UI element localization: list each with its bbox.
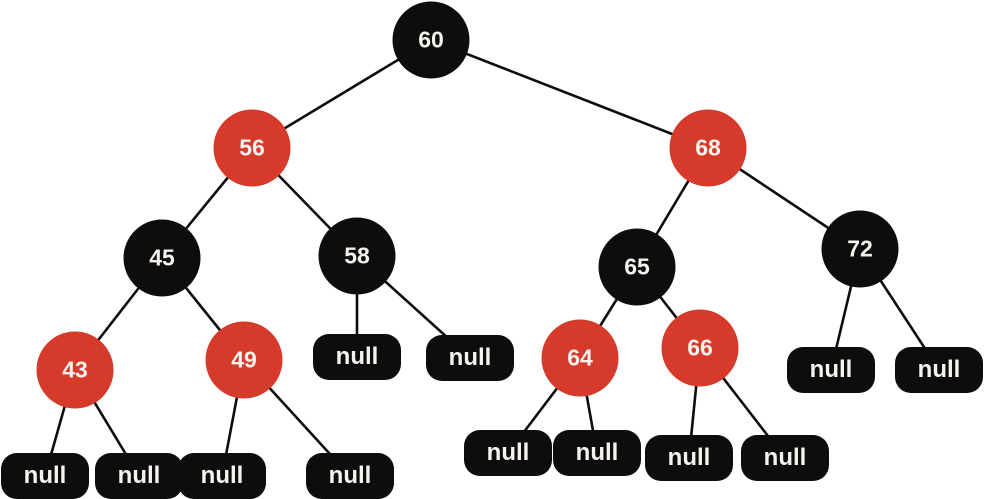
node-label: null <box>117 462 161 489</box>
node-label: 72 <box>847 235 873 262</box>
node-label: null <box>23 462 67 489</box>
node-label: null <box>763 444 807 471</box>
tree-node-58: 58 <box>318 217 396 295</box>
node-label: null <box>917 356 961 383</box>
null-leaf-node: null <box>645 435 733 481</box>
node-label: null <box>486 439 530 466</box>
node-label: 49 <box>231 346 257 373</box>
null-leaf-node: null <box>426 335 514 381</box>
node-label: null <box>335 343 379 370</box>
node-label: 64 <box>567 344 593 371</box>
edge-60-68 <box>430 38 709 150</box>
tree-node-72: 72 <box>821 210 899 288</box>
node-label: 66 <box>687 334 713 361</box>
node-label: 68 <box>695 134 721 161</box>
tree-node-56: 56 <box>213 109 291 187</box>
node-label: 43 <box>62 356 88 383</box>
node-label: null <box>328 462 372 489</box>
tree-node-68: 68 <box>669 109 747 187</box>
node-label: null <box>667 444 711 471</box>
null-leaf-node: null <box>553 430 641 476</box>
null-leaf-node: null <box>178 453 266 499</box>
node-label: 56 <box>239 134 265 161</box>
tree-node-66: 66 <box>661 309 739 387</box>
node-label: null <box>575 439 619 466</box>
null-leaf-node: null <box>787 347 875 393</box>
tree-node-65: 65 <box>598 228 676 306</box>
null-leaf-node: null <box>741 435 829 481</box>
node-label: 58 <box>344 242 370 269</box>
node-label: null <box>809 356 853 383</box>
tree-node-43: 43 <box>36 331 114 409</box>
tree-node-60: 60 <box>392 1 470 79</box>
tree-node-49: 49 <box>205 321 283 399</box>
node-label: null <box>200 462 244 489</box>
null-leaf-node: null <box>464 430 552 476</box>
null-leaf-node: null <box>1 453 89 499</box>
null-leaf-node: null <box>95 453 183 499</box>
tree-node-45: 45 <box>123 219 201 297</box>
null-leaf-node: null <box>313 334 401 380</box>
tree-node-64: 64 <box>541 319 619 397</box>
null-leaf-node: null <box>895 347 983 393</box>
node-label: 65 <box>624 253 650 280</box>
node-label: null <box>448 344 492 371</box>
node-label: 45 <box>149 244 175 271</box>
null-leaf-node: null <box>306 453 394 499</box>
node-label: 60 <box>418 26 444 53</box>
